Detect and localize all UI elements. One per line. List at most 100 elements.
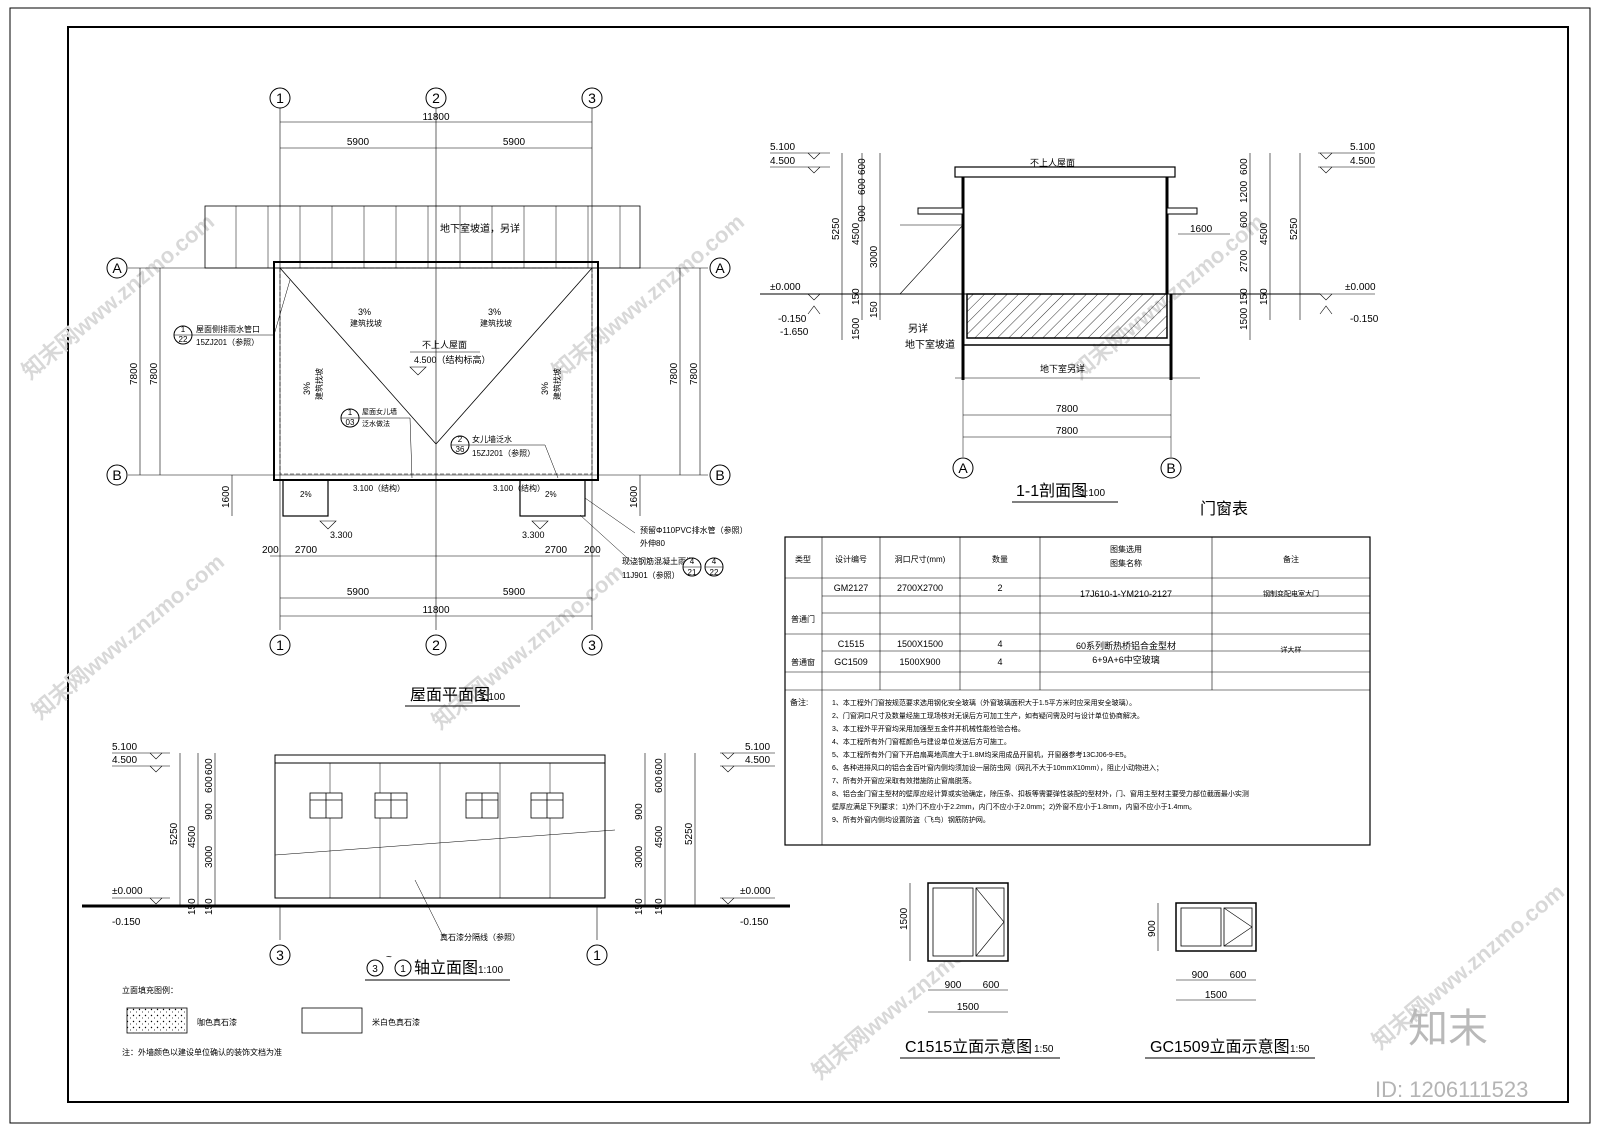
roof-outline [273, 261, 599, 481]
dim-text: 150 [204, 898, 215, 915]
dim-text: 900 [204, 803, 215, 820]
dim-text: 200 [262, 545, 279, 556]
elevation-title: 3 ~ 1 轴立面图 1:100 [365, 952, 510, 981]
svg-text:22: 22 [179, 335, 188, 344]
legend-swatch-brown [126, 1007, 188, 1034]
svg-text:3: 3 [372, 964, 378, 975]
dim-text: 5250 [1289, 217, 1300, 240]
callout-canopy-ref: 11J901（参照） [622, 570, 680, 580]
svg-text:-0.150: -0.150 [778, 314, 807, 325]
section-scale: 1:100 [1080, 488, 1105, 499]
axis-bubble-1: 1 [269, 634, 291, 656]
svg-text:1:100: 1:100 [478, 965, 503, 976]
svg-text:1: 1 [348, 408, 353, 417]
dim-text: 600 [857, 158, 868, 175]
dim-text: 7800 [129, 362, 140, 385]
axis-bubble-b: B [1160, 457, 1182, 479]
svg-text:4: 4 [997, 657, 1002, 667]
svg-text:5.100: 5.100 [745, 742, 770, 753]
svg-text:4.500: 4.500 [112, 755, 137, 766]
id-watermark: ID: 1206111523 [1375, 1077, 1528, 1102]
svg-text:B: B [112, 467, 121, 483]
slope-text: 建筑找坡 [552, 368, 562, 400]
svg-text:36: 36 [456, 445, 465, 454]
slope-label: 3% [540, 382, 550, 395]
dim-text: 1600 [221, 485, 232, 508]
outer-border [9, 7, 1591, 1124]
canopy-slope: 2% [545, 490, 557, 499]
svg-text:1: 1 [181, 325, 186, 334]
axis-bubble-a: A [106, 257, 128, 279]
table-row: 普通门 GM2127 2700X2700 2 17J610-1-YM210-21… [791, 583, 1319, 624]
axis-bubble-a: A [709, 257, 731, 279]
roof-label: 不上人屋面 [422, 340, 467, 350]
dim-text: 3000 [869, 245, 880, 268]
svg-text:15ZJ201（参照）: 15ZJ201（参照） [472, 448, 535, 458]
svg-text:6、各种进排风口的铝合金百叶窗内侧均须加设一层防虫网（网孔不: 6、各种进排风口的铝合金百叶窗内侧均须加设一层防虫网（网孔不大于10mmX10m… [832, 763, 1163, 772]
dim-text: 600 [1239, 211, 1250, 228]
roof-plan-scale: 1:100 [480, 692, 505, 703]
dim-text: 7800 [1056, 426, 1079, 437]
svg-text:普通窗: 普通窗 [791, 657, 815, 667]
window-gc1509-scale: 1:50 [1290, 1044, 1310, 1055]
notes-label: 备注: [790, 697, 808, 707]
dim-text: 150 [851, 288, 862, 305]
svg-text:60系列断热桥铝合金型材: 60系列断热桥铝合金型材 [1076, 640, 1176, 651]
watermark-text: 知末网www.znzmo.com [547, 209, 749, 384]
svg-text:1: 1 [276, 90, 284, 106]
dim-text: 150 [187, 898, 198, 915]
dim-text: 5250 [684, 822, 695, 845]
dim-text: 2700 [545, 545, 568, 556]
svg-text:4: 4 [997, 639, 1002, 649]
svg-text:钢制变配电室大门: 钢制变配电室大门 [1263, 589, 1319, 598]
dim-text: 150 [1239, 288, 1250, 305]
roof-level: 4.500（结构标高） [414, 354, 491, 365]
axis-bubble-2: 2 [425, 87, 447, 109]
svg-text:±0.000: ±0.000 [1345, 282, 1376, 293]
dim-text: 150 [1259, 288, 1270, 305]
svg-text:-1.650: -1.650 [780, 327, 809, 338]
dim-text: 600 [857, 178, 868, 195]
dim-text: 1600 [1190, 224, 1213, 235]
svg-text:~: ~ [386, 952, 392, 963]
svg-text:1: 1 [276, 637, 284, 653]
dim-text: 7800 [689, 362, 700, 385]
dim-text: 150 [654, 898, 665, 915]
dim-text: 11800 [422, 605, 450, 616]
legend-swatch-white [301, 1007, 363, 1034]
svg-text:1500X900: 1500X900 [899, 657, 940, 667]
axis-bubble-b: B [106, 464, 128, 486]
window-c1515-scale: 1:50 [1034, 1044, 1054, 1055]
dim-text: 600 [983, 980, 1000, 991]
svg-text:2、门窗洞口尺寸及数量经施工现场核对无误后方可加工生产，如有: 2、门窗洞口尺寸及数量经施工现场核对无误后方可加工生产，如有疑问需及时与设计单位… [832, 711, 1144, 720]
dim-text: 1500 [957, 1002, 980, 1013]
svg-text:5.100: 5.100 [112, 742, 137, 753]
axis-bubble-3: 3 [581, 87, 603, 109]
dim-text: 900 [1192, 970, 1209, 981]
legend-title: 立面填充图例： [122, 985, 178, 995]
dim-text: 900 [945, 980, 962, 991]
table-header: 类型 [795, 554, 811, 564]
dim-text: 5250 [169, 822, 180, 845]
roof-plan: 1 2 3 1 2 3 A A B B 5900 5900 11800 地下室坡… [106, 87, 748, 707]
axis-bubble-1: 1 [269, 87, 291, 109]
svg-text:2700X2700: 2700X2700 [897, 583, 943, 593]
table-header: 图集名称 [1110, 558, 1142, 568]
canopy-top-level: 3.300 [522, 530, 545, 540]
svg-text:3: 3 [276, 947, 284, 963]
table-header: 备注 [1283, 554, 1299, 564]
axis-bubble-3: 3 [269, 944, 291, 966]
axis-bubble-2: 2 [425, 634, 447, 656]
table-header: 图集选用 [1110, 544, 1142, 554]
ramp-label: 地下室坡道 [905, 338, 955, 351]
svg-text:C1515: C1515 [838, 639, 865, 649]
svg-text:17J610-1-YM210-2127: 17J610-1-YM210-2127 [1080, 589, 1172, 599]
svg-text:5.100: 5.100 [1350, 142, 1375, 153]
table-row: GC1509 1500X900 4 6+9A+6中空玻璃 [834, 654, 1160, 667]
dim-text: 900 [634, 803, 645, 820]
svg-text:B: B [1166, 460, 1175, 476]
window-gc1509-title: GC1509立面示意图 [1150, 1037, 1290, 1056]
dim-text: 900 [1147, 920, 1158, 937]
svg-text:03: 03 [346, 418, 355, 427]
